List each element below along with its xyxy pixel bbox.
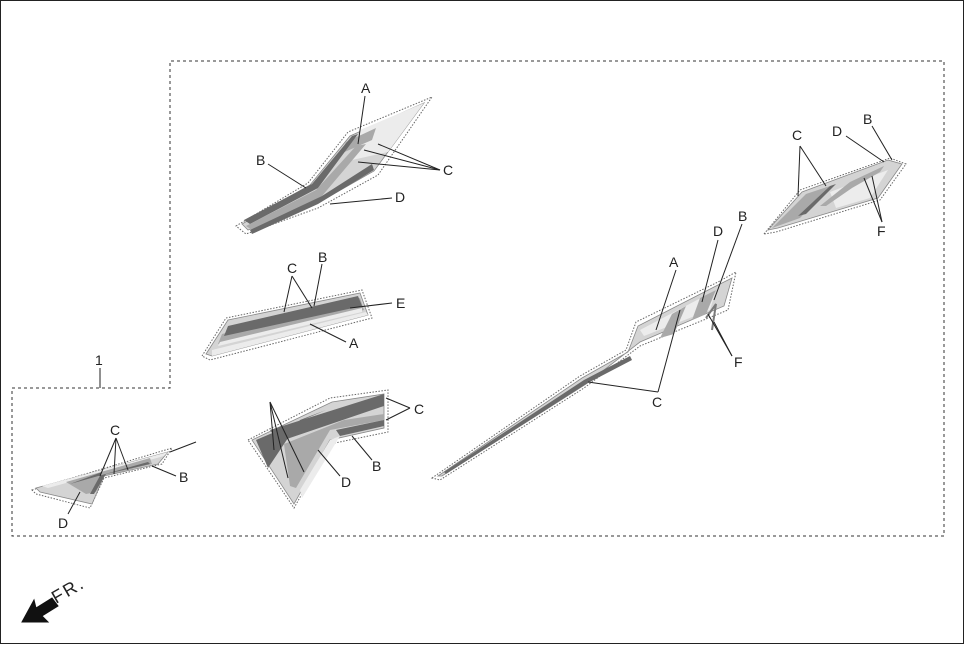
label-b: B [318,249,327,265]
label-d: D [832,123,842,139]
label-b: B [256,152,265,168]
label-d: D [341,474,351,490]
assembly-number: 1 [95,352,103,368]
label-b: B [372,458,381,474]
label-d: D [713,223,723,239]
decal-bottom-middle [247,389,389,509]
assembly-boundary [11,60,945,537]
label-c: C [287,260,297,276]
label-d: D [395,189,405,205]
label-e: E [396,295,405,311]
decal-bottom-middle-leaders: C D B [269,397,424,490]
label-a: A [361,80,371,96]
label-c: C [652,394,662,410]
decal-long-diagonal [430,271,737,481]
decal-bottom-left-leaders: C B D [58,422,197,531]
decal-long-diagonal-leaders: A D B C F [587,208,747,410]
label-b: B [179,469,188,485]
label-f: F [734,354,743,370]
decal-upper-left [235,95,434,235]
decal-middle-left-leaders: C B E A [283,249,405,351]
label-c: C [110,422,120,438]
label-b: B [863,111,872,127]
decal-bottom-left [31,447,174,509]
decal-middle-left [201,289,373,361]
label-f: F [877,223,886,239]
label-c: C [414,401,424,417]
decal-upper-right-leaders: C D B F [792,111,893,239]
label-b: B [738,208,747,224]
label-a: A [349,335,359,351]
label-c: C [443,162,453,178]
decal-upper-left-leaders: A B C D [256,80,453,205]
front-label: FR. [48,573,88,608]
label-a: A [669,254,679,270]
front-direction-arrow: FR. [21,573,88,623]
label-c: C [792,127,802,143]
label-d: D [58,515,68,531]
decal-upper-right [762,157,907,235]
